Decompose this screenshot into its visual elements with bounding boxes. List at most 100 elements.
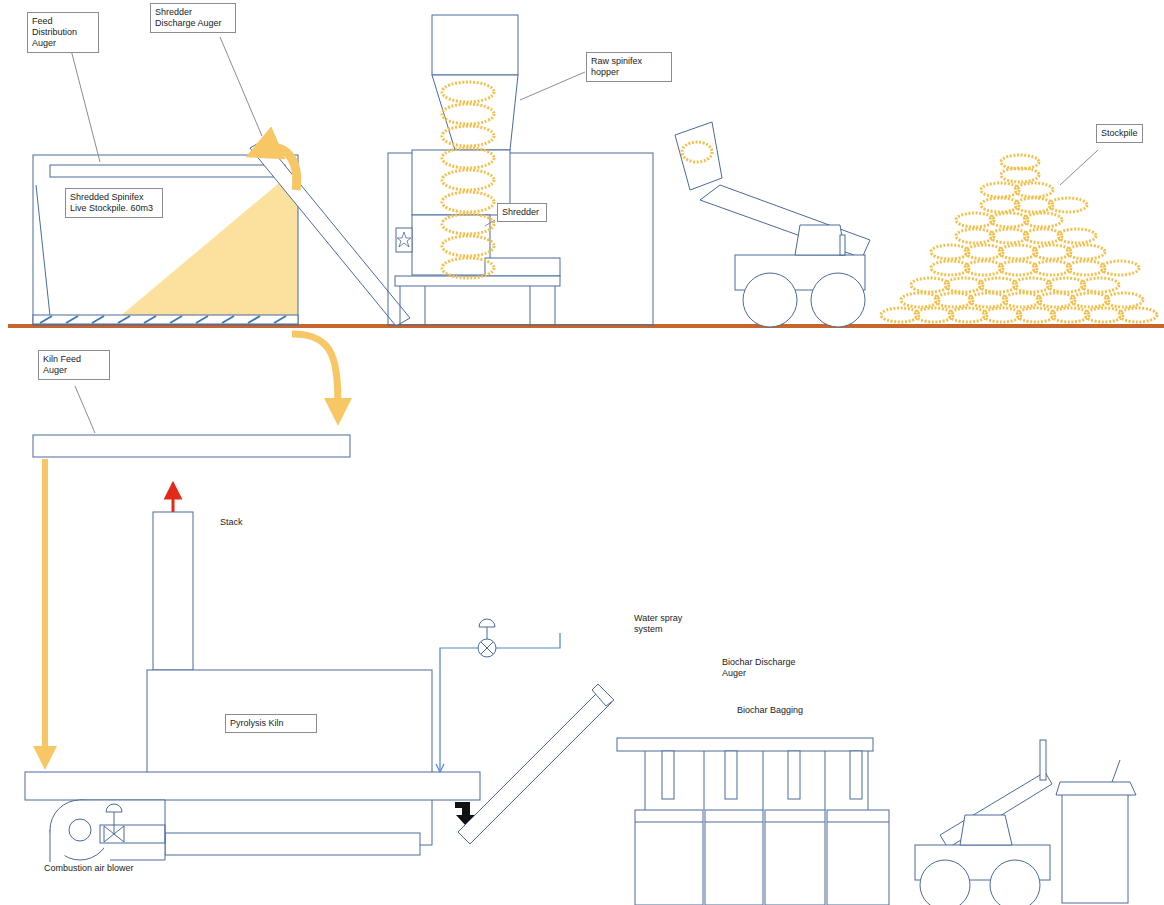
spinifex-ring [1024, 213, 1062, 227]
callout-box: Pyrolysis Kiln [225, 714, 317, 733]
stockpile-shed [33, 155, 298, 325]
spinifex-rings [442, 82, 494, 278]
floor-hatch [92, 316, 104, 323]
callout-text: Feed Distribution Auger [32, 16, 94, 49]
floor-hatch [40, 316, 52, 323]
spinifex-ring [931, 261, 969, 275]
part-label: Combustion air blower [42, 862, 136, 875]
spinifex-ring [990, 213, 1028, 227]
spinifex-ring [956, 213, 994, 227]
spinifex-ring [911, 278, 949, 292]
spinifex-ring [981, 183, 1019, 197]
spinifex-ring [442, 170, 494, 190]
part-label: Water spray system [632, 612, 696, 636]
floor-hatch [196, 316, 208, 323]
spinifex-ring [442, 126, 494, 146]
callout-box: Shredded Spinifex Live Stockpile. 60m3 [65, 188, 163, 218]
spinifex-ring [935, 293, 973, 307]
spinifex-ring [979, 278, 1017, 292]
spinifex-ring [1033, 261, 1071, 275]
floor-hatch [118, 316, 130, 323]
spinifex-ring [1013, 278, 1051, 292]
spinifex-ring [1001, 155, 1039, 169]
spinifex-ring [983, 308, 1021, 322]
spinifex-ring [1101, 261, 1139, 275]
spinifex-ring [945, 278, 983, 292]
floor-hatch [274, 316, 286, 323]
spinifex-ring [442, 104, 494, 124]
part-label: Biochar Bagging [735, 704, 805, 717]
spinifex-ring [881, 308, 919, 322]
spinifex-ring [1105, 293, 1143, 307]
spinifex-ring [682, 142, 712, 162]
spinifex-ring [442, 82, 494, 102]
callout-text: Stockpile [1101, 128, 1138, 139]
spinifex-ring [442, 258, 494, 278]
callout-box: Shredder Discharge Auger [150, 3, 236, 33]
spinifex-ring [442, 192, 494, 212]
spinifex-ring [956, 229, 994, 243]
callout-box: Stockpile [1096, 124, 1143, 143]
flow-arrow [292, 334, 338, 412]
spinifex-ring [981, 198, 1019, 212]
spinifex-ring [1067, 245, 1105, 259]
spinifex-ring [1033, 245, 1071, 259]
callout-box: Kiln Feed Auger [38, 350, 110, 380]
spinifex-ring [999, 245, 1037, 259]
callout-text: Shredded Spinifex Live Stockpile. 60m3 [70, 192, 158, 214]
auger-head [592, 684, 614, 706]
spinifex-ring [1051, 308, 1089, 322]
spinifex-ring [999, 261, 1037, 275]
spinifex-ring [1085, 308, 1123, 322]
discharge-auger [250, 140, 410, 326]
flow-arrow [42, 459, 48, 758]
spinifex-ring [1071, 293, 1109, 307]
callout-text: Kiln Feed Auger [43, 354, 105, 376]
spinifex-ring [1067, 261, 1105, 275]
spinifex-ring [1081, 278, 1119, 292]
callout-box: Raw spinifex hopper [586, 52, 672, 82]
telehandler [915, 740, 1136, 905]
callout-box: Feed Distribution Auger [27, 12, 99, 53]
part-label: Biochar Discharge Auger [720, 656, 802, 680]
spinifex-ring [1015, 198, 1053, 212]
floor-hatch [170, 316, 182, 323]
spinifex-ring [1017, 308, 1055, 322]
callout-text: Raw spinifex hopper [591, 56, 667, 78]
spinifex-ring [682, 142, 712, 162]
exhaust-arrow [166, 484, 180, 512]
spinifex-ring [442, 148, 494, 168]
spinifex-ring [1037, 293, 1075, 307]
leader-lines [70, 37, 1098, 433]
telehandler [675, 122, 870, 327]
floor-hatch [222, 316, 234, 323]
spinifex-ring [1049, 198, 1087, 212]
spinifex-ring [1001, 168, 1039, 182]
callout-text: Pyrolysis Kiln [230, 718, 312, 729]
bagging-frame [617, 738, 889, 905]
spinifex-ring [901, 293, 939, 307]
spinifex-ring [1058, 229, 1096, 243]
valve-symbol [478, 619, 496, 657]
callout-text: Shredder Discharge Auger [155, 7, 231, 29]
spinifex-ring [915, 308, 953, 322]
spinifex-ring [1003, 293, 1041, 307]
spinifex-ring [965, 261, 1003, 275]
blower-symbol [50, 800, 165, 865]
floor-hatch [144, 316, 156, 323]
kiln-feed-auger [33, 435, 350, 457]
spinifex-ring [1024, 229, 1062, 243]
stockpile-rings [881, 155, 1157, 322]
spinifex-ring [949, 308, 987, 322]
callout-box: Shredder [497, 203, 547, 222]
spinifex-ring [965, 245, 1003, 259]
floor-hatch [66, 316, 78, 323]
part-label: Stack [218, 516, 245, 529]
spinifex-ring [990, 229, 1028, 243]
biochar-discharge-auger [458, 690, 612, 844]
spinifex-ring [1119, 308, 1157, 322]
spinifex-ring [1015, 183, 1053, 197]
callout-text: Shredder [502, 207, 542, 218]
